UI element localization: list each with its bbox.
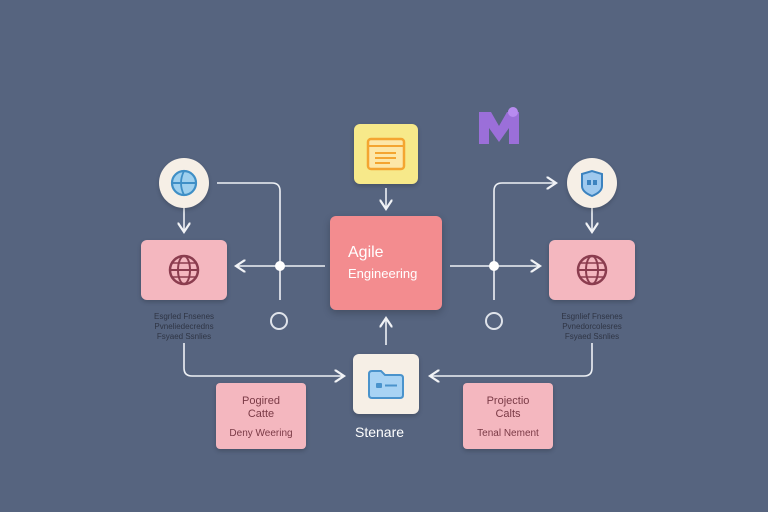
arrow-right-card-to-bottom xyxy=(430,343,593,376)
bottom-left-title-line1: Pogired xyxy=(242,395,280,407)
left-card-caption: Esgrled Fnsenes Pvneliedecredns Fsyaed S… xyxy=(134,312,234,342)
left-globe-card[interactable] xyxy=(141,240,227,300)
line-right-top xyxy=(493,183,556,300)
center-subtitle: Engineering xyxy=(348,266,418,281)
caption-line: Pvneliedecredns xyxy=(154,322,214,331)
caption-line: Fsyaed Ssnlies xyxy=(156,332,212,341)
junction-dot-left xyxy=(275,261,285,271)
globe-icon xyxy=(170,169,198,197)
bottom-right-title: Projectio Calts xyxy=(463,395,553,421)
left-globe-node[interactable] xyxy=(159,158,209,208)
stenare-card[interactable] xyxy=(353,354,419,414)
bottom-right-title-line2: Calts xyxy=(495,408,521,420)
caption-line: Pvnedorcolesres xyxy=(562,322,622,331)
right-card-caption: Esgnlief Fnsenes Pvnedorcolesres Fsyaed … xyxy=(542,312,642,342)
arrow-left-card-to-bottom xyxy=(183,343,344,376)
right-shield-node[interactable] xyxy=(567,158,617,208)
bottom-left-title: Pogired Catte xyxy=(216,395,306,421)
bottom-right-title-line1: Projectio xyxy=(486,395,530,407)
junction-dot-right xyxy=(489,261,499,271)
bottom-left-card[interactable]: Pogired Catte Deny Weering xyxy=(216,383,306,449)
caption-line: Esgrled Fnsenes xyxy=(153,312,215,321)
bottom-left-subtitle: Deny Weering xyxy=(229,428,293,439)
caption-line: Esgnlief Fnsenes xyxy=(561,312,623,321)
ring-left xyxy=(270,312,288,330)
right-globe-card[interactable] xyxy=(549,240,635,300)
bottom-left-title-line2: Catte xyxy=(247,408,275,420)
globe-icon xyxy=(576,254,608,286)
bottom-right-card[interactable]: Projectio Calts Tenal Nement xyxy=(463,383,553,449)
folder-card-icon xyxy=(368,370,404,399)
document-window-icon xyxy=(366,137,406,171)
document-card[interactable] xyxy=(354,124,418,184)
bottom-right-subtitle: Tenal Nement xyxy=(477,428,539,439)
shield-icon xyxy=(581,169,603,198)
stenare-label: Stenare xyxy=(355,424,405,440)
caption-line: Fsyaed Ssnlies xyxy=(564,332,620,341)
ring-right xyxy=(485,312,503,330)
center-title: Agile xyxy=(348,244,384,261)
line-left-top xyxy=(217,182,281,300)
globe-icon xyxy=(168,254,200,286)
agile-engineering-card[interactable]: Agile Engineering xyxy=(330,216,442,310)
m-logo-icon xyxy=(477,106,521,151)
